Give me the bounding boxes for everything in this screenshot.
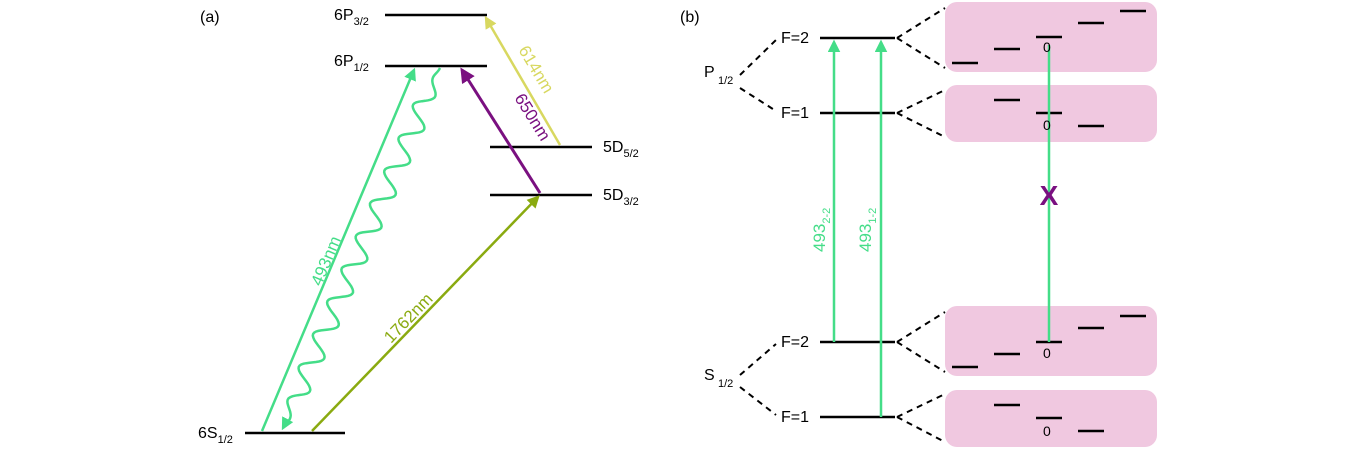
transition-493-arrow [260, 67, 416, 432]
label-beam-493-1-2: 4931-2 [856, 208, 879, 252]
label-1762nm: 1762nm [380, 289, 436, 346]
spontaneous-decay-wavy-arrow [281, 67, 442, 431]
panel-b: (b) [680, 2, 1157, 447]
label-s-f2: F=2 [781, 334, 809, 351]
label-6p32: 6P3/2 [334, 7, 369, 28]
zero-label: 0 [1043, 423, 1051, 439]
connector-p-to-f2 [739, 39, 777, 76]
connector-sf2-bottom [896, 341, 946, 373]
connector-sf1-bottom [896, 416, 946, 443]
label-5d52: 5D5/2 [603, 139, 639, 160]
connector-p-to-f1 [739, 87, 777, 112]
panel-a-tag: (a) [200, 9, 220, 26]
label-650nm: 650nm [511, 90, 555, 144]
panel-b-tag: (b) [680, 9, 700, 26]
label-5d32: 5D3/2 [603, 187, 639, 208]
connector-pf1-top [896, 89, 946, 114]
label-p-f2: F=2 [781, 30, 809, 47]
label-493nm: 493nm [307, 233, 345, 288]
transition-1762-arrow [311, 195, 540, 432]
label-s-f1: F=1 [781, 409, 809, 426]
zero-label: 0 [1043, 345, 1051, 361]
zero-label: 0 [1043, 39, 1051, 55]
connector-sf1-top [896, 393, 946, 418]
label-614nm: 614nm [515, 42, 558, 96]
connector-pf2-top [896, 7, 946, 39]
connector-s-to-f2 [739, 343, 777, 376]
label-beam-493-2-2: 4932-2 [810, 208, 833, 252]
transition-614-arrow [484, 15, 562, 146]
panel-a: (a) 6P3/2 6P1/2 5D5/2 5D3/2 6S1/2 614nm … [198, 7, 639, 446]
connector-pf2-bottom [896, 37, 946, 69]
zeeman-sublevels-s-f1 [994, 403, 1104, 433]
label-6p12: 6P1/2 [334, 53, 369, 74]
zero-label: 0 [1043, 117, 1051, 133]
forbidden-x-mark: X [1040, 180, 1059, 211]
label-6s12: 6S1/2 [198, 425, 233, 446]
connector-pf1-bottom [896, 112, 946, 138]
connector-sf2-top [896, 311, 946, 343]
transition-650-arrow [460, 67, 542, 194]
connector-s-to-f1 [739, 386, 777, 416]
label-p-f1: F=1 [781, 105, 809, 122]
zeeman-sublevels-p-f2 [952, 9, 1146, 65]
